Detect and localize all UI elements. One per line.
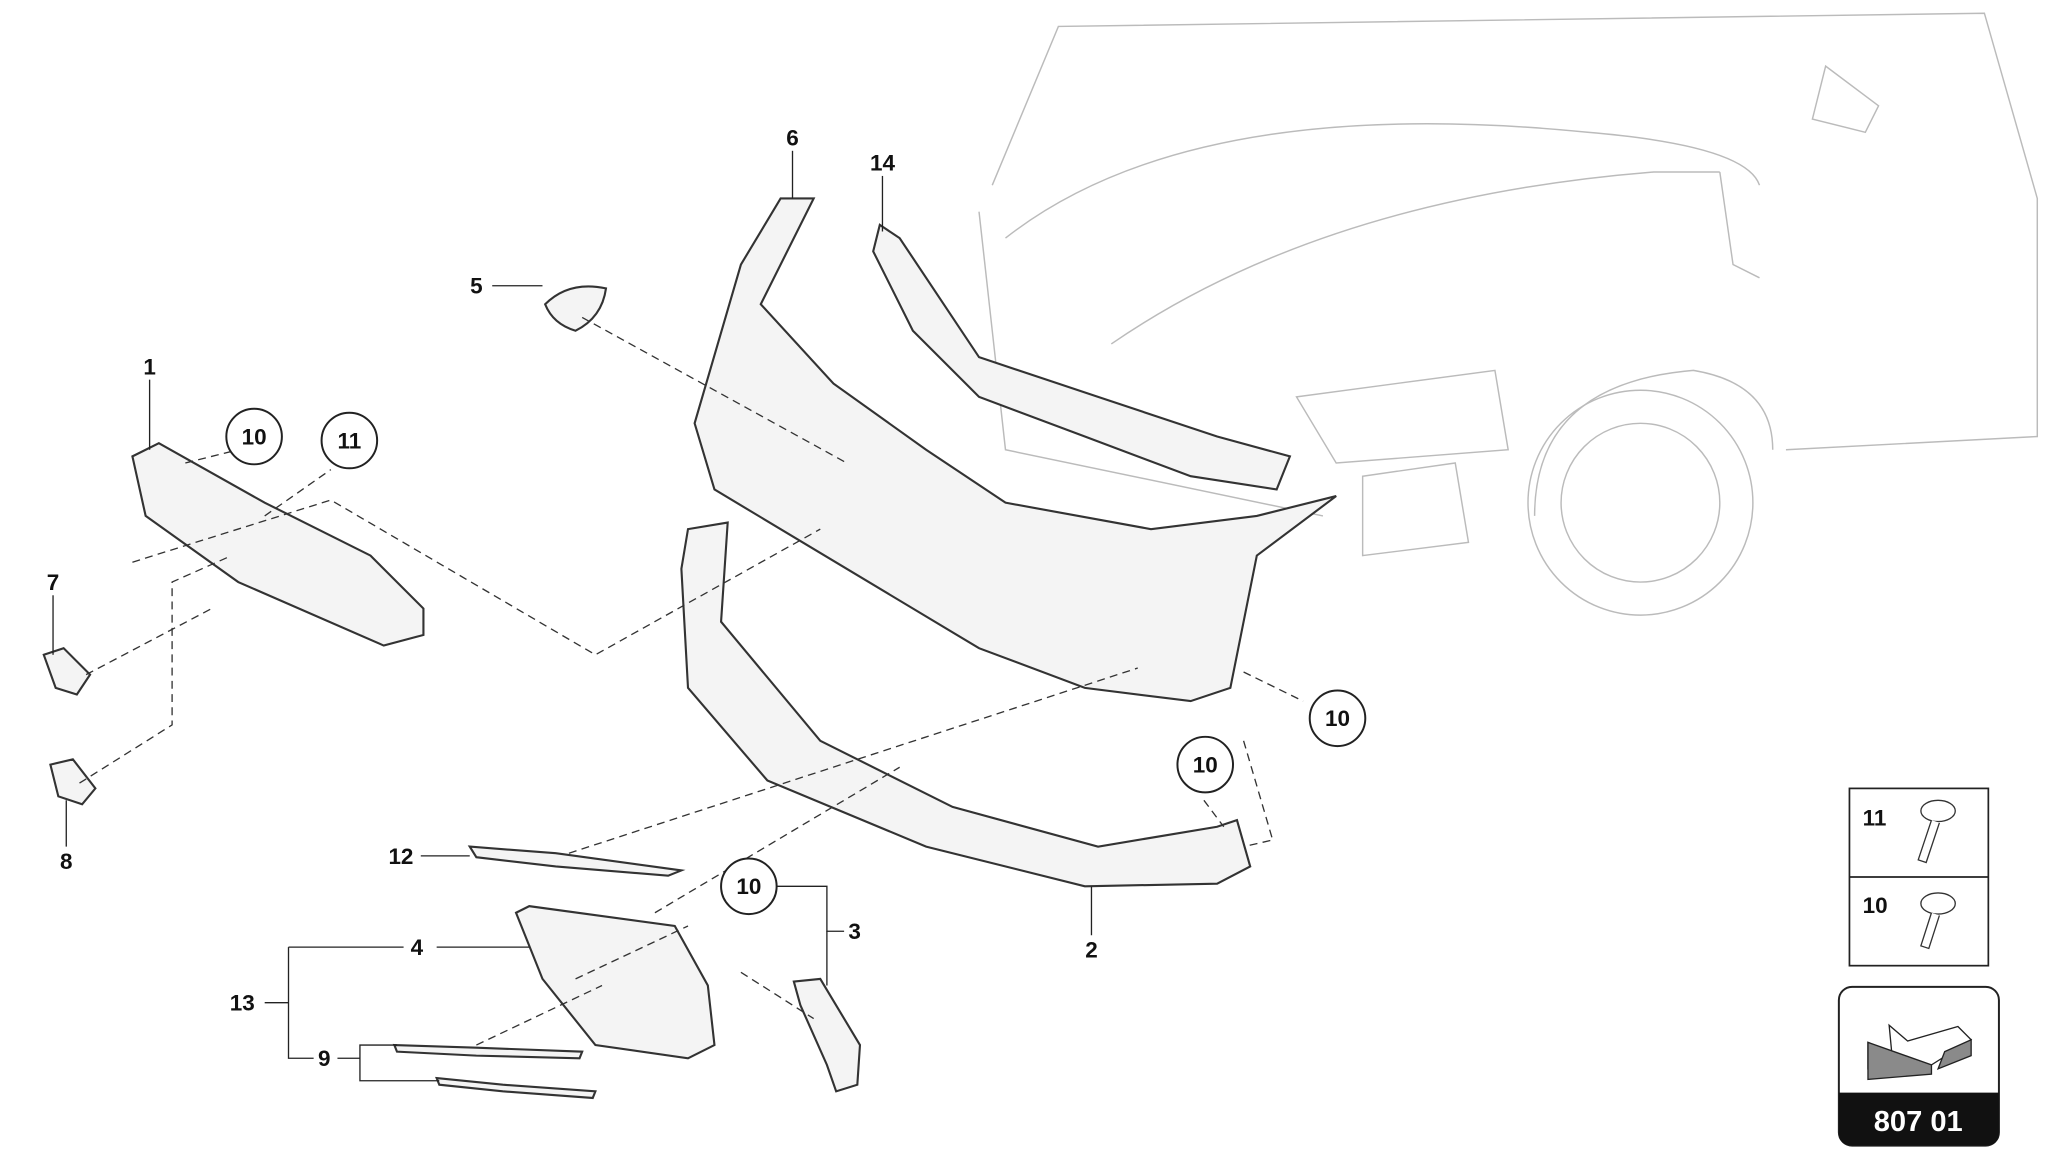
callout-9: 9 [318, 1046, 330, 1071]
legend-number-11: 11 [1863, 805, 1887, 830]
callout-1: 1 [143, 354, 156, 379]
circled-callout-10: 10 [720, 857, 778, 916]
callout-7: 7 [47, 570, 60, 595]
part-1-grille[interactable] [131, 441, 425, 647]
circled-callout-10: 10 [1308, 689, 1367, 748]
part-7-bracket[interactable] [42, 646, 92, 696]
screw-icon [1920, 892, 1956, 950]
part-9-trim-strip[interactable] [435, 1076, 597, 1100]
vehicle-outline [978, 12, 2039, 616]
section-code: 807 01 [1874, 1106, 1963, 1138]
leader-lines [52, 150, 1093, 1082]
callout-13: 13 [230, 991, 255, 1016]
circled-callout-10: 10 [225, 407, 283, 466]
callout-5: 5 [470, 274, 483, 299]
screw-icon [1917, 799, 1956, 864]
svg-text:10: 10 [242, 424, 267, 449]
part-8-bracket[interactable] [49, 758, 97, 806]
section-badge: 807 01 [1837, 985, 2000, 1147]
callout-6: 6 [786, 126, 799, 151]
part-5-emblem[interactable] [543, 285, 608, 332]
part-4-grille-insert[interactable] [514, 905, 716, 1060]
part-3-trim[interactable] [792, 977, 862, 1093]
callout-12: 12 [388, 844, 413, 869]
legend-number-10: 10 [1863, 893, 1888, 918]
callout-8: 8 [60, 849, 73, 874]
callout-2: 2 [1085, 938, 1098, 963]
arrow-icon [1867, 1023, 1973, 1081]
callout-4: 4 [411, 935, 424, 960]
circled-callout-11: 11 [320, 411, 379, 470]
callout-14: 14 [870, 151, 895, 176]
part-14-bumper-bracket[interactable] [872, 223, 1292, 491]
assembly-lines [79, 316, 1304, 1046]
svg-text:10: 10 [736, 874, 761, 899]
part-9-trim-strip[interactable] [392, 1043, 584, 1060]
fastener-legend: 11 10 [1848, 787, 1990, 967]
part-12-trim-strip[interactable] [467, 845, 686, 877]
svg-text:11: 11 [337, 428, 361, 453]
circled-callout-10: 10 [1176, 735, 1234, 794]
part-6-bumper-cover[interactable] [693, 197, 1337, 703]
callout-3: 3 [848, 919, 861, 944]
svg-text:10: 10 [1193, 753, 1218, 778]
part-2-lower-bumper[interactable] [680, 521, 1252, 888]
svg-text:10: 10 [1325, 706, 1350, 731]
